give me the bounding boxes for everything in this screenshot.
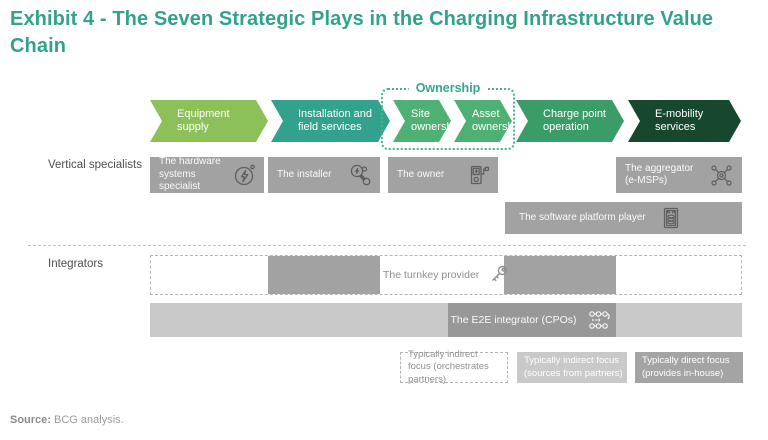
key-icon	[486, 263, 510, 287]
turnkey-row: The turnkey provider	[150, 255, 742, 295]
exhibit-title: Exhibit 4 - The Seven Strategic Plays in…	[10, 8, 714, 57]
tool-icon	[347, 162, 373, 188]
e2e-row: The E2E integrator (CPOs)	[150, 303, 742, 337]
process-flow-icon	[584, 308, 614, 332]
source-text: BCG analysis.	[50, 414, 124, 426]
legend-label: Typically indirect focus (orchestrates p…	[408, 348, 489, 385]
legend-label: Typically indirect focus (sources from p…	[524, 355, 623, 379]
player-turnkey-provider: The turnkey provider	[383, 256, 510, 294]
legend-provides-in-house: Typically direct focus (provides in-hous…	[635, 352, 743, 383]
band-label-integrators: Integrators	[48, 258, 103, 270]
stage-equipment-supply: Equipment supply	[150, 100, 268, 142]
player-label: The hardware systems specialist	[159, 156, 221, 193]
legend-sources-from-partners: Typically indirect focus (sources from p…	[517, 352, 627, 383]
stage-e-mobility-services: E-mobility services	[628, 100, 741, 142]
player-label: The software platform player	[519, 211, 646, 223]
stage-label: Charge point operation	[543, 107, 606, 133]
legend-label: Typically direct focus (provides in-hous…	[642, 355, 730, 379]
player-label: The owner	[397, 168, 445, 180]
player-aggregator: The aggregator (e-MSPs)	[616, 157, 742, 193]
stage-charge-point-operation: Charge point operation	[516, 100, 624, 142]
legend-orchestrates-partners: Typically indirect focus (orchestrates p…	[400, 349, 508, 385]
player-installer: The installer	[268, 157, 380, 193]
ownership-bracket: Ownership	[381, 81, 515, 150]
player-hardware-systems-specialist: The hardware systems specialist	[150, 156, 264, 193]
turnkey-direct-block-charge-point	[504, 256, 616, 294]
player-owner: The owner	[388, 157, 498, 193]
ownership-label: Ownership	[408, 81, 488, 95]
player-label: The E2E integrator (CPOs)	[450, 314, 577, 326]
player-label: The turnkey provider	[383, 269, 480, 281]
player-label: The installer	[277, 168, 332, 180]
charging-station-icon	[465, 162, 491, 188]
turnkey-direct-block-installation	[268, 256, 380, 294]
lightning-circle-icon	[231, 162, 257, 188]
player-e2e-integrator: The E2E integrator (CPOs)	[448, 303, 616, 337]
player-software-platform: The software platform player	[505, 202, 742, 234]
network-hub-icon	[708, 162, 735, 189]
server-icon	[660, 206, 682, 230]
player-label: The aggregator (e-MSPs)	[625, 162, 694, 187]
stage-label: E-mobility services	[655, 107, 704, 133]
band-divider	[28, 245, 746, 246]
source-line: Source: BCG analysis.	[10, 414, 124, 426]
stage-label: Equipment supply	[177, 107, 230, 133]
source-label: Source:	[10, 414, 51, 426]
band-label-vertical-specialists: Vertical specialists	[48, 159, 142, 171]
stage-installation-field-services: Installation and field services	[271, 100, 390, 142]
stage-label: Installation and field services	[298, 107, 372, 133]
